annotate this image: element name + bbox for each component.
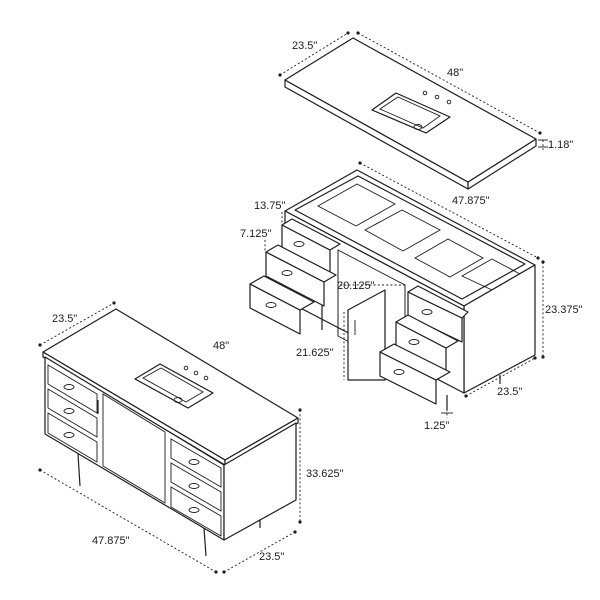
vanity-depth-dim: [39, 302, 115, 346]
countertop-depth-label: 23.5": [292, 40, 317, 52]
vanity-left-drawers: [47, 364, 98, 463]
vanity-base-depth-label: 23.5": [259, 551, 284, 563]
cabinet-height-label: 23.375": [545, 304, 583, 316]
vanity-sink: [134, 363, 214, 409]
drawer-top-label: 13.75": [254, 200, 286, 212]
countertop-sink: [371, 90, 452, 134]
countertop-depth-dim: [279, 32, 349, 76]
vanity-base-width-dim: [39, 469, 217, 573]
cabinet-depth-label: 23.5": [497, 386, 522, 398]
vanity-base-width-label: 47.875": [92, 535, 130, 547]
vanity-height-label: 33.625": [306, 468, 344, 480]
vanity-width-label: 48": [213, 340, 229, 352]
right-drawer-stack: [379, 285, 469, 405]
countertop: 23.5" 48" 1.18": [278, 31, 573, 190]
vanity-depth-label: 23.5": [52, 313, 77, 325]
door-height-label: 21.625": [296, 347, 334, 359]
vanity-base-depth-dim: [223, 531, 296, 573]
countertop-width-dim: [357, 32, 541, 134]
vanity-door: [97, 393, 166, 504]
countertop-width-label: 48": [447, 67, 463, 79]
assembled-vanity: 23.5" 48" 33.625" 47.875" 23.5": [38, 301, 344, 574]
door-width-label: 20.125": [337, 280, 375, 292]
cabinet-width-dim: [359, 162, 539, 259]
left-drawer-stack: [249, 218, 341, 335]
drawer-height-label: 7.125": [240, 228, 272, 240]
exploded-cabinet: 47.875" 13.75" 7.125" 20.125" 21.625" 23…: [240, 161, 583, 432]
leg-height-label: 1.25": [424, 420, 449, 432]
cabinet-door: [347, 289, 386, 381]
countertop-thickness-label: 1.18": [548, 139, 573, 151]
cabinet-width-label: 47.875": [452, 195, 490, 207]
vanity-right-drawers: [170, 438, 222, 537]
